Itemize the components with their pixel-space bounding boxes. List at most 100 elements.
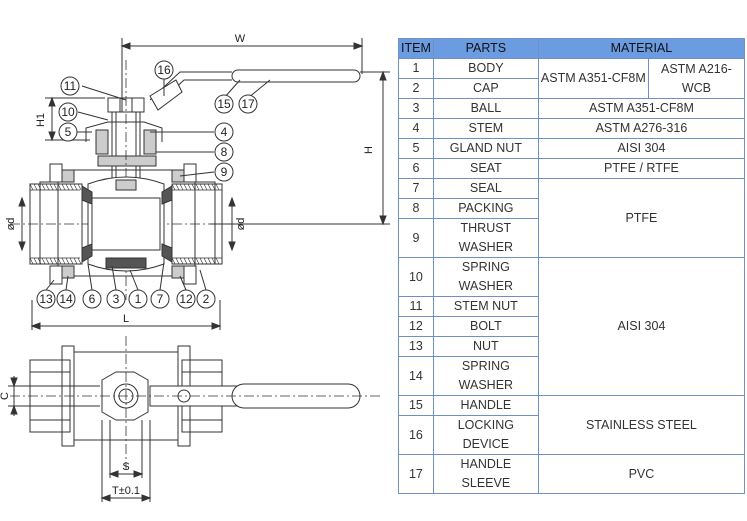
callout-circle bbox=[128, 289, 148, 309]
part-name: GLAND NUT bbox=[432, 138, 539, 159]
callout-circle bbox=[58, 122, 78, 142]
part-name: BALL bbox=[432, 98, 539, 119]
table-row: 8 PACKING bbox=[398, 198, 745, 219]
callout-number: 4 bbox=[221, 125, 228, 139]
header-item: ITEM bbox=[398, 38, 434, 59]
item-number: 6 bbox=[398, 158, 434, 179]
callout-circle bbox=[238, 94, 258, 114]
table-row: 5 GLAND NUT AISI 304 bbox=[398, 138, 746, 159]
table-row: 17 HANDLE SLEEVE PVC bbox=[398, 454, 746, 494]
callout-circle bbox=[214, 162, 234, 182]
callout-number: 6 bbox=[89, 292, 96, 306]
part-name: SEAL bbox=[432, 178, 539, 199]
callout-circle bbox=[60, 76, 80, 96]
material-cell: PTFE / RTFE bbox=[537, 158, 746, 179]
dim-h1-label: H1 bbox=[35, 113, 47, 127]
part-name: HANDLE SLEEVE bbox=[432, 454, 539, 494]
callout-circle bbox=[56, 289, 76, 309]
callout-circle bbox=[58, 102, 78, 122]
item-number: 13 bbox=[398, 336, 434, 357]
table-row: 1 BODY ASTM A351-CF8M ASTM A216-WCB bbox=[398, 58, 746, 99]
valve-drawing: W H H1 ød ød L C S T±0.1 11161517105489 … bbox=[0, 33, 390, 502]
dim-bore-right-label: ød bbox=[235, 218, 247, 231]
part-name: STEM NUT bbox=[432, 296, 539, 317]
table-row: 6 SEAT PTFE / RTFE bbox=[398, 158, 746, 179]
item-number: 4 bbox=[398, 118, 434, 139]
table-row: 3 BALL ASTM A351-CF8M bbox=[398, 98, 746, 119]
callout-number: 11 bbox=[64, 79, 77, 93]
item-number: 15 bbox=[398, 395, 434, 416]
item-number: 3 bbox=[398, 98, 434, 119]
callout-number: 5 bbox=[65, 125, 72, 139]
dim-t-label: T±0.1 bbox=[112, 485, 140, 497]
dim-s-label: S bbox=[122, 461, 129, 473]
callout-circle bbox=[150, 289, 170, 309]
dim-bore-left-label: ød bbox=[5, 218, 17, 231]
callout-circle bbox=[176, 289, 196, 309]
part-name: BOLT bbox=[432, 316, 539, 337]
dim-width-label: W bbox=[235, 33, 246, 45]
item-number: 5 bbox=[398, 138, 434, 159]
part-name: HANDLE bbox=[432, 395, 539, 416]
part-name: CAP bbox=[432, 78, 539, 99]
item-number: 8 bbox=[398, 198, 434, 219]
callout-circle bbox=[154, 60, 174, 80]
parts-table: ITEM PARTS MATERIAL 1 BODY ASTM A351-CF8… bbox=[398, 38, 746, 494]
header-material: MATERIAL bbox=[537, 38, 746, 59]
callout-circle bbox=[214, 142, 234, 162]
table-row: 7 SEAL PTFE bbox=[398, 178, 746, 258]
callout-number: 14 bbox=[59, 292, 73, 306]
part-name: STEM bbox=[432, 118, 539, 139]
callout-number: 3 bbox=[113, 292, 120, 306]
callout-number: 9 bbox=[221, 165, 228, 179]
item-number: 9 bbox=[398, 218, 434, 258]
item-number: 12 bbox=[398, 316, 434, 337]
part-name: LOCKING DEVICE bbox=[432, 415, 539, 455]
material-cell: ASTM A216-WCB bbox=[647, 58, 746, 99]
callout-circle bbox=[214, 122, 234, 142]
part-name: PACKING bbox=[432, 198, 539, 219]
part-name: SPRING WASHER bbox=[432, 356, 539, 396]
table-row: 15 HANDLE STAINLESS STEEL bbox=[398, 395, 746, 455]
part-name: BODY bbox=[432, 58, 539, 79]
item-number: 16 bbox=[398, 415, 434, 455]
table-row: 4 STEM ASTM A276-316 bbox=[398, 118, 746, 139]
part-name: SEAT bbox=[432, 158, 539, 179]
table-header-row: ITEM PARTS MATERIAL bbox=[398, 38, 746, 59]
callout-number: 2 bbox=[203, 292, 210, 306]
part-name: SPRING WASHER bbox=[432, 257, 539, 297]
callout-circle bbox=[36, 289, 56, 309]
dim-height-label: H bbox=[363, 146, 375, 154]
material-cell: AISI 304 bbox=[537, 138, 746, 159]
header-parts: PARTS bbox=[432, 38, 539, 59]
callout-number: 10 bbox=[61, 105, 75, 119]
material-cell: ASTM A276-316 bbox=[537, 118, 746, 139]
item-number: 14 bbox=[398, 356, 434, 396]
material-cell: ASTM A351-CF8M bbox=[537, 58, 649, 99]
item-number: 1 bbox=[398, 58, 434, 79]
dim-c-label: C bbox=[0, 392, 11, 400]
callout-number: 16 bbox=[157, 63, 171, 77]
callout-circle bbox=[82, 289, 102, 309]
material-cell: ASTM A351-CF8M bbox=[537, 98, 746, 119]
callout-number: 12 bbox=[179, 292, 193, 306]
table-row: 10 SPRING WASHER AISI 304 bbox=[398, 257, 746, 396]
item-number: 10 bbox=[398, 257, 434, 297]
item-number: 7 bbox=[398, 178, 434, 199]
material-cell: STAINLESS STEEL bbox=[537, 395, 746, 455]
dim-length-label: L bbox=[123, 313, 129, 325]
callout-number: 8 bbox=[221, 145, 228, 159]
callout-number: 13 bbox=[39, 292, 53, 306]
material-cell: AISI 304 bbox=[537, 257, 746, 396]
callout-circle bbox=[106, 289, 126, 309]
material-cell: PVC bbox=[537, 454, 746, 494]
part-name: THRUST WASHER bbox=[432, 218, 539, 258]
callouts-bottom: 13 14 6 3 1 7 12 2 bbox=[36, 289, 216, 309]
part-name: NUT bbox=[432, 336, 539, 357]
callout-number: 7 bbox=[157, 292, 164, 306]
item-number: 2 bbox=[398, 78, 434, 99]
callout-number: 17 bbox=[241, 97, 255, 111]
callout-number: 1 bbox=[135, 292, 142, 306]
callout-circle bbox=[214, 94, 234, 114]
